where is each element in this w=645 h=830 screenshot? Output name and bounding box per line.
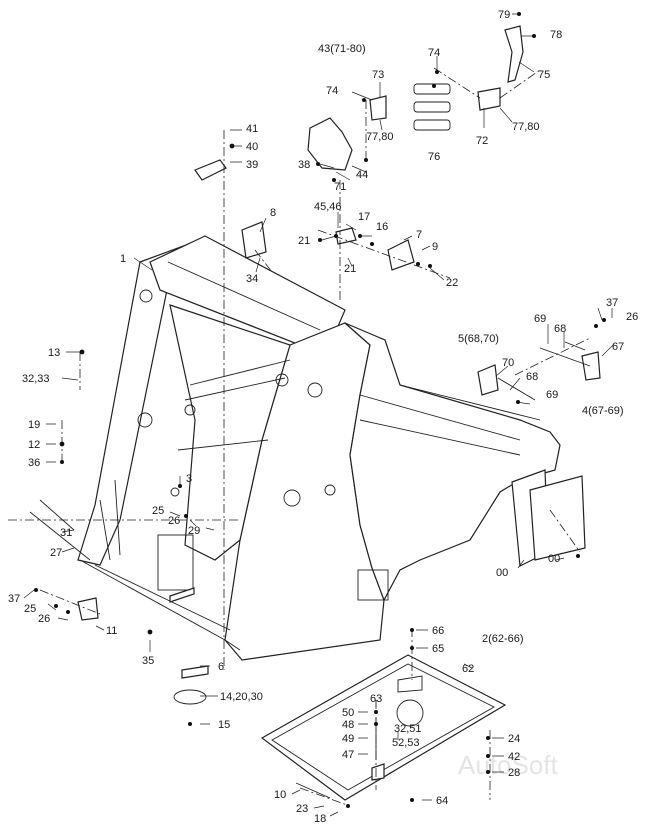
label-72: 72 bbox=[476, 135, 488, 147]
label-22: 22 bbox=[446, 277, 458, 289]
label-23: 23 bbox=[296, 803, 308, 815]
label-00: 00 bbox=[496, 567, 508, 579]
label-42: 42 bbox=[508, 751, 520, 763]
label-66: 66 bbox=[432, 625, 444, 637]
centerlines bbox=[8, 67, 591, 807]
label-24: 24 bbox=[508, 733, 520, 745]
label-4: 4(67-69) bbox=[582, 405, 624, 417]
label-49: 49 bbox=[342, 733, 354, 745]
bottom-pan bbox=[260, 654, 507, 801]
label-31: 31 bbox=[60, 527, 72, 539]
part-labels: 79 78 75 74 72 77,80 43(71-80) 73 74 77,… bbox=[8, 9, 638, 825]
handle-assembly bbox=[194, 25, 524, 271]
pin-assemblies bbox=[477, 341, 601, 401]
leader-lines bbox=[23, 13, 615, 817]
label-78: 78 bbox=[550, 29, 562, 41]
label-21: 21 bbox=[298, 235, 310, 247]
label-13: 13 bbox=[48, 347, 60, 359]
label-21: 21 bbox=[344, 263, 356, 275]
label-69: 69 bbox=[534, 313, 546, 325]
label-18: 18 bbox=[314, 813, 326, 825]
label-26: 26 bbox=[168, 515, 180, 527]
label-68: 68 bbox=[554, 323, 566, 335]
label-44: 44 bbox=[356, 169, 368, 181]
label-68: 68 bbox=[526, 371, 538, 383]
label-10: 10 bbox=[274, 789, 286, 801]
watermark-text: AutoSoft bbox=[458, 750, 559, 780]
label-32-33: 32,33 bbox=[22, 373, 50, 385]
label-52-53: 52,53 bbox=[392, 737, 420, 749]
label-39: 39 bbox=[246, 159, 258, 171]
label-62: 62 bbox=[462, 663, 474, 675]
label-34: 34 bbox=[246, 273, 258, 285]
label-45-46: 45,46 bbox=[314, 201, 342, 213]
label-77-80: 77,80 bbox=[366, 131, 394, 143]
label-11: 11 bbox=[106, 625, 117, 637]
label-35: 35 bbox=[142, 655, 154, 667]
label-37: 37 bbox=[8, 593, 20, 605]
label-12: 12 bbox=[28, 439, 40, 451]
label-5: 5(68,70) bbox=[458, 333, 499, 345]
label-76: 76 bbox=[428, 151, 440, 163]
label-27: 27 bbox=[50, 547, 62, 559]
label-26: 26 bbox=[38, 613, 50, 625]
label-36: 36 bbox=[28, 457, 40, 469]
label-26: 26 bbox=[626, 311, 638, 323]
label-25: 25 bbox=[152, 505, 164, 517]
label-70: 70 bbox=[502, 357, 514, 369]
label-47: 47 bbox=[342, 749, 354, 761]
label-32-51: 32,51 bbox=[394, 723, 422, 735]
label-9: 9 bbox=[432, 241, 438, 253]
label-73: 73 bbox=[372, 69, 384, 81]
label-75: 75 bbox=[538, 69, 550, 81]
label-41: 41 bbox=[246, 123, 258, 135]
fastener-dots bbox=[34, 12, 606, 808]
label-38: 38 bbox=[298, 159, 310, 171]
label-28: 28 bbox=[508, 767, 520, 779]
label-64: 64 bbox=[436, 795, 448, 807]
label-8: 8 bbox=[270, 207, 276, 219]
label-3: 3 bbox=[186, 473, 192, 485]
label-79: 79 bbox=[498, 9, 510, 21]
label-16: 16 bbox=[376, 221, 388, 233]
label-69: 69 bbox=[546, 389, 558, 401]
label-71: 71 bbox=[334, 181, 346, 193]
label-74: 74 bbox=[326, 85, 338, 97]
label-25: 25 bbox=[24, 603, 36, 615]
label-74: 74 bbox=[428, 47, 440, 59]
label-63: 63 bbox=[370, 693, 382, 705]
label-29: 29 bbox=[188, 525, 200, 537]
label-67: 67 bbox=[612, 341, 624, 353]
label-7: 7 bbox=[416, 229, 422, 241]
label-1: 1 bbox=[120, 253, 126, 265]
label-15: 15 bbox=[218, 719, 230, 731]
label-19: 19 bbox=[28, 419, 40, 431]
label-43: 43(71-80) bbox=[318, 43, 366, 55]
label-00: 00 bbox=[548, 553, 560, 565]
label-17: 17 bbox=[358, 211, 370, 223]
label-50: 50 bbox=[342, 707, 354, 719]
label-40: 40 bbox=[246, 141, 258, 153]
label-2: 2(62-66) bbox=[482, 633, 524, 645]
label-48: 48 bbox=[342, 719, 354, 731]
label-6: 6 bbox=[218, 661, 224, 673]
label-65: 65 bbox=[432, 643, 444, 655]
label-37: 37 bbox=[606, 297, 618, 309]
label-77-80: 77,80 bbox=[512, 121, 540, 133]
label-14-20-30: 14,20,30 bbox=[220, 691, 263, 703]
main-frame bbox=[77, 235, 586, 661]
